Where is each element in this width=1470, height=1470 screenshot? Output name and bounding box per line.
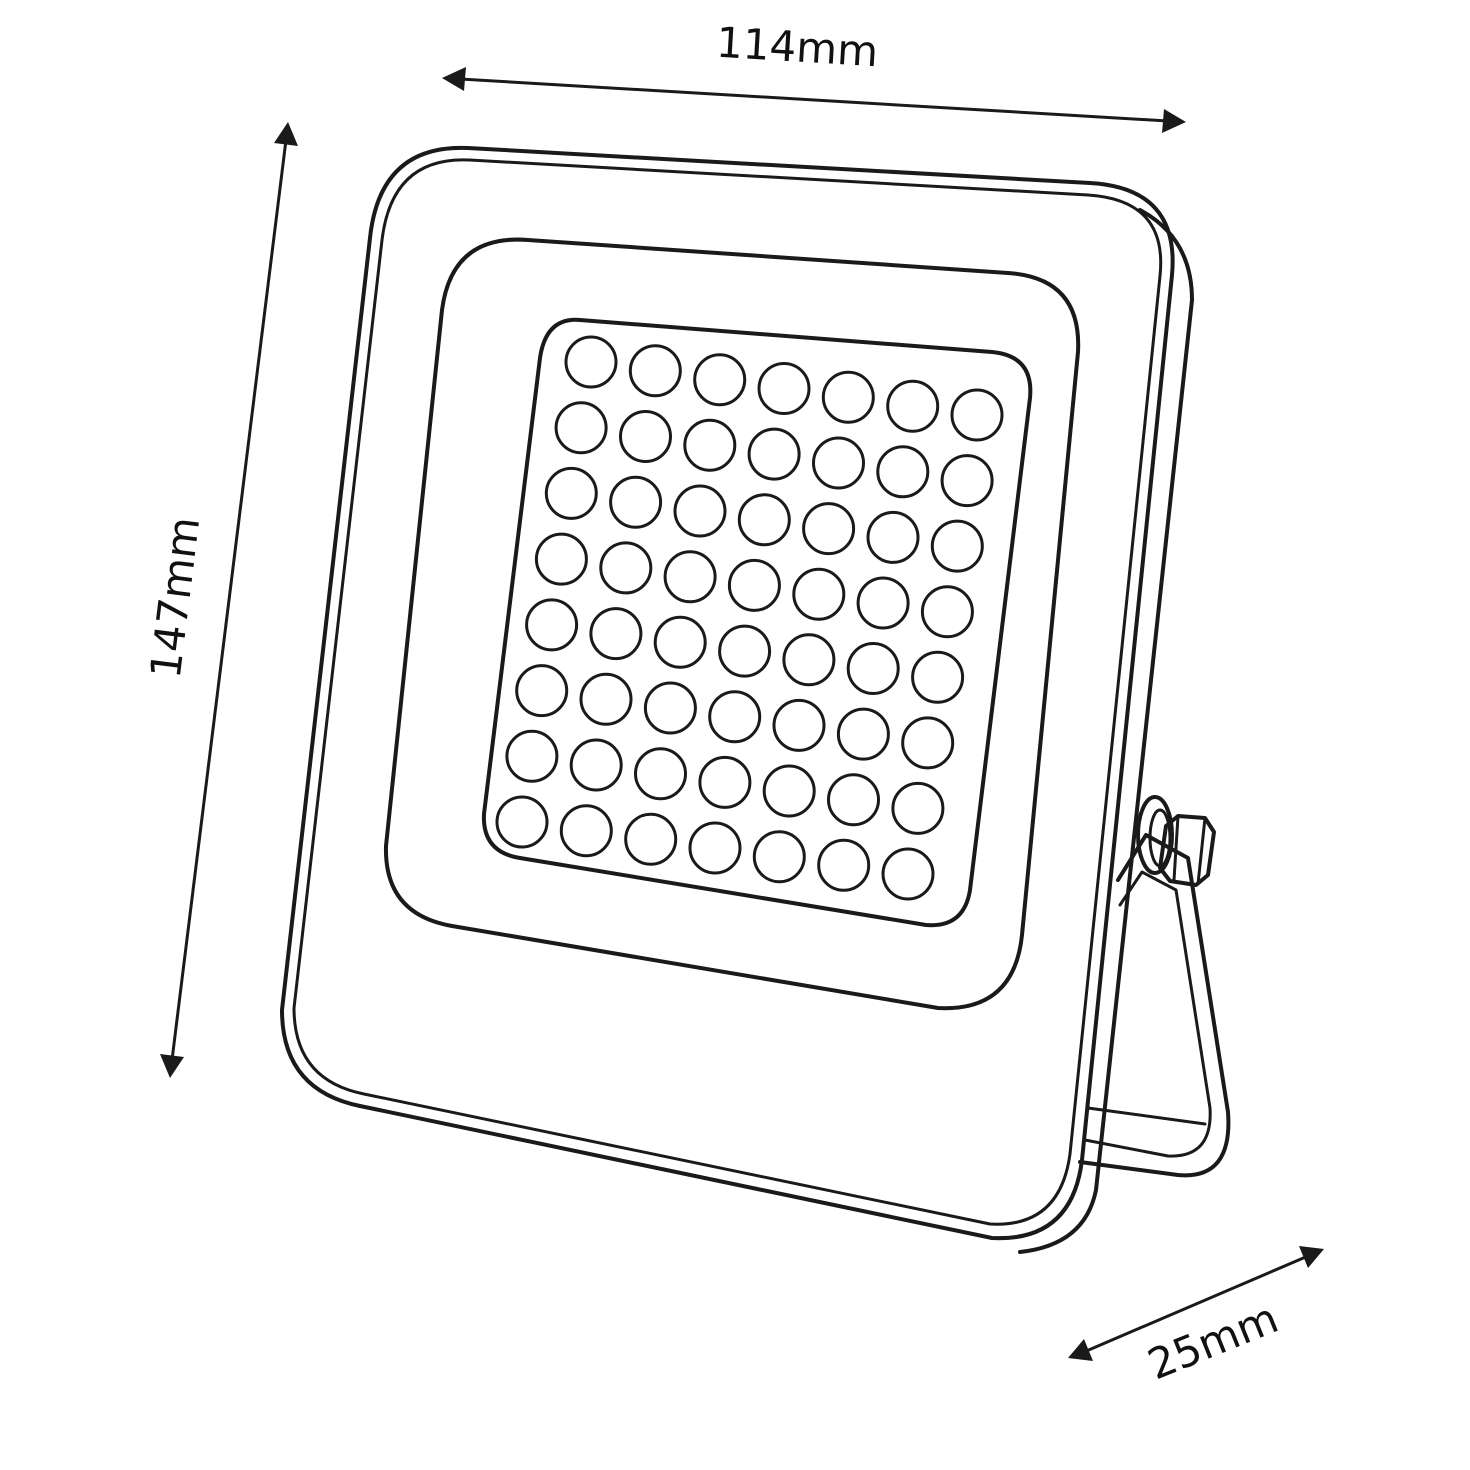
- led-chip: [688, 821, 742, 875]
- led-chip: [525, 598, 579, 652]
- width-dimension: 114mm: [442, 18, 1186, 133]
- led-chip: [564, 335, 618, 389]
- depth-arrow-right: [1299, 1246, 1324, 1268]
- bracket-inner: [1083, 870, 1212, 1158]
- led-chip: [579, 672, 633, 726]
- width-arrow-right: [1162, 109, 1186, 133]
- led-chip: [817, 838, 871, 892]
- led-chip: [881, 847, 935, 901]
- lens-bezel: [383, 237, 1081, 1011]
- led-chip: [663, 550, 717, 604]
- led-chip: [708, 690, 762, 744]
- floodlight-housing: [280, 145, 1194, 1254]
- bolt-hex-edge: [1172, 814, 1180, 882]
- led-chip: [782, 633, 836, 687]
- led-chip: [653, 615, 707, 669]
- led-chip: [737, 493, 791, 547]
- led-chip: [920, 585, 974, 639]
- led-chip: [812, 436, 865, 490]
- bracket-crossbar: [1086, 1106, 1207, 1126]
- led-chip: [673, 484, 727, 538]
- mounting-bracket: [1078, 833, 1231, 1178]
- led-chip: [544, 466, 598, 520]
- led-chip: [718, 624, 772, 678]
- led-panel: [481, 317, 1033, 928]
- height-dimension-line: [170, 139, 288, 1061]
- led-chip: [752, 830, 806, 884]
- led-chip: [727, 558, 781, 612]
- led-chip: [886, 379, 940, 433]
- led-chip: [792, 567, 846, 621]
- led-chip: [628, 344, 682, 398]
- led-chip: [901, 716, 955, 770]
- depth-arrow-left: [1068, 1339, 1093, 1361]
- bracket-bolt: [1136, 795, 1216, 887]
- led-chip: [802, 502, 856, 556]
- led-chip: [940, 454, 994, 508]
- led-chip: [599, 541, 653, 595]
- led-chip: [930, 519, 984, 573]
- led-chip: [891, 781, 945, 835]
- depth-label: 25mm: [1141, 1293, 1285, 1389]
- depth-dimension-line: [1083, 1254, 1309, 1354]
- width-arrow-left: [442, 67, 466, 91]
- led-chip: [534, 532, 588, 586]
- housing-side-edge: [1018, 208, 1194, 1254]
- led-chip: [836, 707, 890, 761]
- led-chip: [619, 410, 672, 463]
- width-dimension-line: [459, 77, 1169, 123]
- bolt-hex-edge-2: [1196, 816, 1207, 886]
- height-label: 147mm: [141, 514, 209, 681]
- led-chip: [609, 475, 663, 529]
- led-chip: [559, 804, 613, 858]
- led-chip: [643, 681, 697, 735]
- bracket-outer: [1078, 833, 1231, 1178]
- led-chip: [827, 773, 880, 827]
- width-label: 114mm: [715, 18, 880, 77]
- led-chip: [821, 370, 875, 424]
- led-chip: [856, 576, 910, 630]
- height-arrow-bottom: [160, 1054, 184, 1078]
- led-chip: [762, 764, 816, 818]
- led-chip: [846, 642, 900, 695]
- led-chip: [554, 401, 608, 455]
- height-dimension: 147mm: [141, 122, 298, 1078]
- led-chip: [698, 755, 752, 809]
- led-chip: [495, 795, 549, 849]
- height-arrow-top: [274, 122, 298, 146]
- led-chip: [772, 698, 826, 752]
- led-chip: [505, 729, 559, 783]
- bolt-hex-head: [1158, 814, 1216, 887]
- led-chip: [911, 650, 965, 704]
- led-chip: [634, 747, 687, 801]
- led-chip: [866, 510, 920, 564]
- led-chip: [569, 738, 623, 792]
- depth-dimension: 25mm: [1068, 1246, 1324, 1389]
- led-chip: [757, 362, 811, 415]
- led-chip: [624, 812, 678, 866]
- led-grid: [495, 335, 1004, 901]
- housing-inner-edge: [292, 158, 1163, 1226]
- led-chip: [950, 388, 1004, 442]
- bolt-washer: [1136, 795, 1174, 875]
- led-chip: [747, 427, 801, 481]
- led-chip: [683, 418, 737, 472]
- led-chip: [589, 607, 643, 661]
- housing-outer-frame: [280, 145, 1175, 1241]
- led-chip: [693, 353, 747, 407]
- led-chip: [876, 445, 930, 499]
- led-chip: [515, 664, 569, 718]
